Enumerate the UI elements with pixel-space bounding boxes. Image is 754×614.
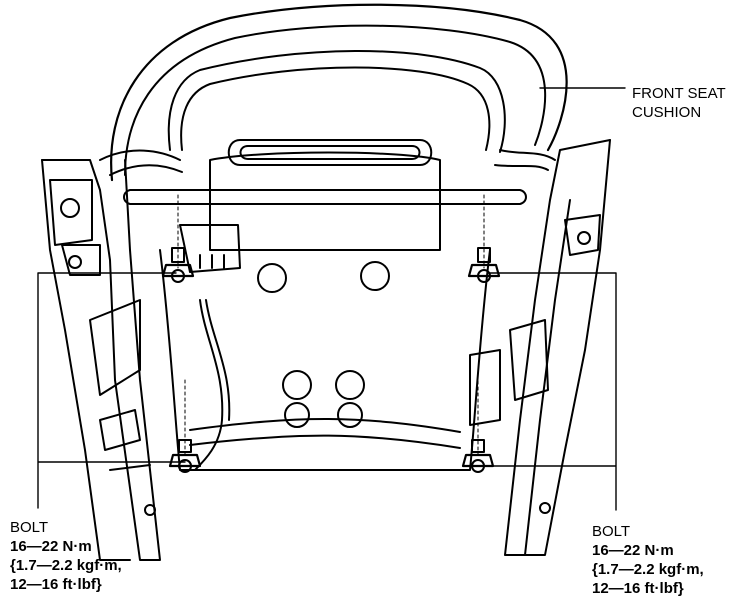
label-bolt-left: BOLT 16—22 N·m {1.7—2.2 kgf·m, 12—16 ft·… [10, 518, 122, 594]
pan-hole [284, 402, 310, 428]
cushion-shell [110, 3, 568, 182]
cross-bar [123, 189, 527, 205]
frame-wire-left [99, 149, 183, 176]
right-bracket-plate [564, 214, 601, 256]
bolt-torque-nm: 16—22 N·m [10, 538, 92, 555]
bolt-lower-right [461, 439, 495, 473]
pan-hole [282, 370, 312, 400]
label-front-seat-cushion: FRONT SEAT CUSHION [632, 84, 726, 122]
cushion-pan [209, 151, 441, 251]
bolt-torque-nm: 16—22 N·m [592, 542, 674, 559]
cushion-label-line2: CUSHION [632, 104, 702, 121]
left-rail-hole [144, 504, 156, 516]
connector-block [179, 224, 241, 273]
bolt-upper-left [161, 247, 195, 283]
right-rail-outer [524, 139, 611, 556]
right-stud [577, 231, 591, 245]
pan-hole [257, 263, 287, 293]
seat-pan [159, 249, 491, 471]
frame-wire-right [494, 149, 556, 171]
left-stud [68, 255, 82, 269]
bolt-torque-ftlbf: 12—16 ft·lbf} [592, 580, 684, 597]
bolt-torque-kgfm: {1.7—2.2 kgf·m, [592, 561, 704, 578]
pan-hole [337, 402, 363, 428]
cushion-slot-inner [239, 145, 421, 160]
wire-harness-2 [205, 299, 231, 421]
bolt-torque-kgfm: {1.7—2.2 kgf·m, [10, 557, 122, 574]
left-bracket-hole [60, 198, 80, 218]
connector-pins [199, 254, 225, 269]
pan-hole [335, 370, 365, 400]
left-bracket-plate [49, 179, 93, 246]
left-rail-outer [41, 159, 131, 561]
right-rail-detail [469, 319, 549, 426]
cushion-slot [227, 139, 433, 166]
pan-hole [360, 261, 390, 291]
left-rail-detail [99, 409, 151, 471]
right-rail-hole [539, 502, 551, 514]
bolt-name: BOLT [592, 523, 631, 540]
cushion-label-line1: FRONT SEAT [632, 85, 726, 102]
leader-lines [37, 87, 626, 511]
frame-tube-inner [180, 66, 491, 151]
left-bracket-tab [61, 244, 141, 396]
leader-bolt-left [37, 272, 186, 509]
leader-bolt-right [471, 272, 617, 511]
bolt-name: BOLT [10, 519, 49, 536]
left-rail [41, 159, 161, 561]
wire-harness [194, 299, 224, 471]
frame-tube-outer [167, 50, 506, 153]
seat-pan-lower-edge [189, 417, 461, 449]
bolt-torque-ftlbf: 12—16 ft·lbf} [10, 576, 102, 593]
bolt-pilot-lines [177, 194, 485, 456]
cushion-shell-inner [124, 24, 547, 176]
label-bolt-right: BOLT 16—22 N·m {1.7—2.2 kgf·m, 12—16 ft·… [592, 522, 704, 598]
bolt-upper-right [467, 247, 501, 283]
